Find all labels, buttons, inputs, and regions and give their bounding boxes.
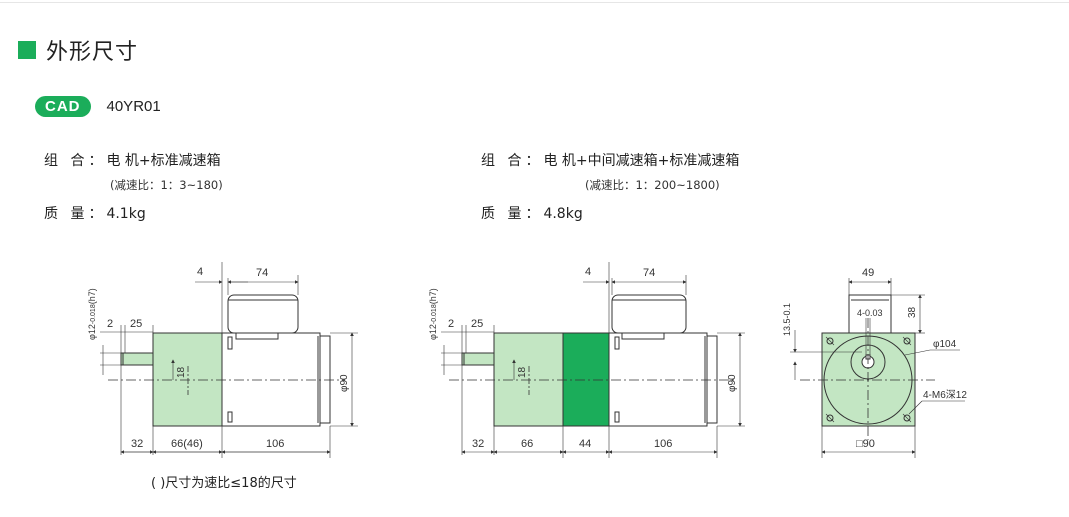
right-dim-phi90: φ90 (727, 374, 738, 392)
left-combo-value: 电 机+标准减速箱 (106, 153, 221, 169)
left-side-view (100, 262, 358, 458)
right-dim-66: 66 (521, 438, 533, 450)
cad-badge[interactable]: CAD (35, 96, 91, 117)
right-terminal-box (611, 294, 687, 334)
right-mass-value: 4.8kg (543, 206, 583, 222)
cad-row: CAD 40YR01 (35, 96, 161, 117)
right-dim-106: 106 (654, 438, 672, 450)
model-name: 40YR01 (106, 98, 161, 115)
right-gearbox (493, 332, 564, 427)
front-dim-49: 49 (862, 267, 874, 279)
right-combo-label: 组 合： (481, 153, 544, 169)
left-combo-label: 组 合： (44, 153, 107, 169)
left-dim-labels: 4 74 2 25 18 φ12-0.018(h7) φ90 32 66(46)… (87, 266, 350, 450)
left-dim-106: 106 (266, 438, 284, 450)
left-dim-18: 18 (176, 366, 187, 378)
right-dim-32: 32 (472, 438, 484, 450)
right-combo: 组 合：电 机+中间减速箱+标准减速箱 (481, 150, 739, 170)
top-divider (0, 2, 1069, 3)
right-ratio-note: (减速比：1：200~1800) (585, 178, 720, 192)
left-dim-4: 4 (197, 266, 203, 278)
left-dim-25: 25 (130, 318, 142, 330)
right-dim-4: 4 (585, 266, 591, 278)
left-mass-value: 4.1kg (106, 206, 146, 222)
section-header: 外形尺寸 (18, 34, 138, 66)
left-dim-phi90: φ90 (339, 374, 350, 392)
right-dim-74: 74 (643, 267, 655, 279)
section-title: 外形尺寸 (46, 40, 139, 65)
square-bullet-icon (18, 41, 36, 59)
left-dim-66: 66(46) (171, 438, 203, 450)
right-shaft (461, 352, 495, 366)
left-dim-32: 32 (131, 438, 143, 450)
left-mass: 质 量：4.1kg (44, 203, 146, 223)
front-dim-labels: 49 38 13.5-0.1 4-0.03 φ104 4-M6深12 □90 (782, 267, 967, 450)
left-mass-label: 质 量： (44, 206, 107, 222)
front-dim-holes: 4-M6深12 (923, 389, 967, 401)
right-dim-2: 2 (448, 318, 454, 330)
right-combo-value: 电 机+中间减速箱+标准减速箱 (543, 153, 740, 169)
front-dim-phi104: φ104 (933, 339, 957, 350)
right-shaft-dim: φ12-0.018(h7) (428, 288, 438, 340)
right-intermediate-gearbox (562, 332, 610, 427)
right-dim-18: 18 (517, 366, 528, 378)
left-gearbox (152, 332, 223, 427)
right-side-view (441, 262, 745, 458)
footnote: ( )尺寸为速比≤18的尺寸 (151, 476, 297, 491)
front-dim-4: 4-0.03 (857, 308, 883, 318)
front-view (790, 278, 965, 458)
right-mass-label: 质 量： (481, 206, 544, 222)
front-dim-13-5: 13.5-0.1 (782, 303, 792, 336)
left-shaft (120, 352, 154, 366)
right-dim-44: 44 (579, 438, 591, 450)
right-dim-labels: 4 74 2 25 18 φ12-0.018(h7) φ90 32 66 44 … (428, 266, 738, 450)
left-motor-body (221, 332, 321, 427)
right-motor-body (608, 332, 708, 427)
left-terminal-box (227, 294, 299, 334)
left-combo: 组 合：电 机+标准减速箱 (44, 150, 221, 170)
right-dim-25: 25 (471, 318, 483, 330)
left-shaft-dim: φ12-0.018(h7) (87, 288, 97, 340)
right-mass: 质 量：4.8kg (481, 203, 583, 223)
left-dim-2: 2 (107, 318, 113, 330)
left-dim-74: 74 (256, 267, 268, 279)
front-dim-square90: □90 (856, 438, 875, 450)
front-dim-38: 38 (907, 306, 918, 318)
left-ratio-note: (减速比：1：3~180) (110, 178, 223, 192)
